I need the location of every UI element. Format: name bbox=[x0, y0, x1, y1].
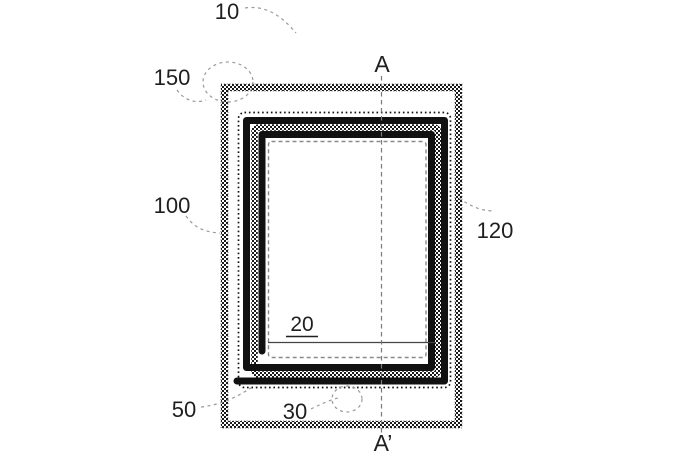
outer-frame-outer-edge bbox=[220, 83, 463, 429]
leader-120 bbox=[458, 197, 493, 212]
section-label-a: A bbox=[374, 51, 390, 77]
leader-lines bbox=[176, 6, 493, 413]
section-label-a-prime: A’ bbox=[374, 430, 393, 456]
leader-10 bbox=[244, 6, 297, 34]
ref-label-50: 50 bbox=[172, 397, 196, 422]
coil-outer-dotted-outline bbox=[237, 111, 452, 389]
coil-spacing-stipple-band bbox=[251, 124, 442, 378]
ref-label-120: 120 bbox=[477, 218, 514, 243]
coil-spiral bbox=[233, 117, 448, 385]
inner-dashed-rect bbox=[267, 140, 427, 359]
callout-circle-30 bbox=[331, 385, 363, 413]
ref-label-30: 30 bbox=[283, 399, 307, 424]
outer-frame-inner-edge bbox=[227, 90, 456, 422]
leader-50 bbox=[200, 385, 255, 408]
leader-150 bbox=[176, 89, 207, 103]
callout-circle-150 bbox=[202, 61, 254, 103]
leader-100 bbox=[185, 215, 221, 234]
ref-label-10: 10 bbox=[215, 0, 239, 24]
ref-label-20: 20 bbox=[290, 313, 313, 336]
ref-label-100: 100 bbox=[154, 193, 191, 218]
leader-30 bbox=[310, 397, 339, 410]
outer-frame-band bbox=[221, 84, 462, 428]
ref-label-150: 150 bbox=[154, 65, 191, 90]
